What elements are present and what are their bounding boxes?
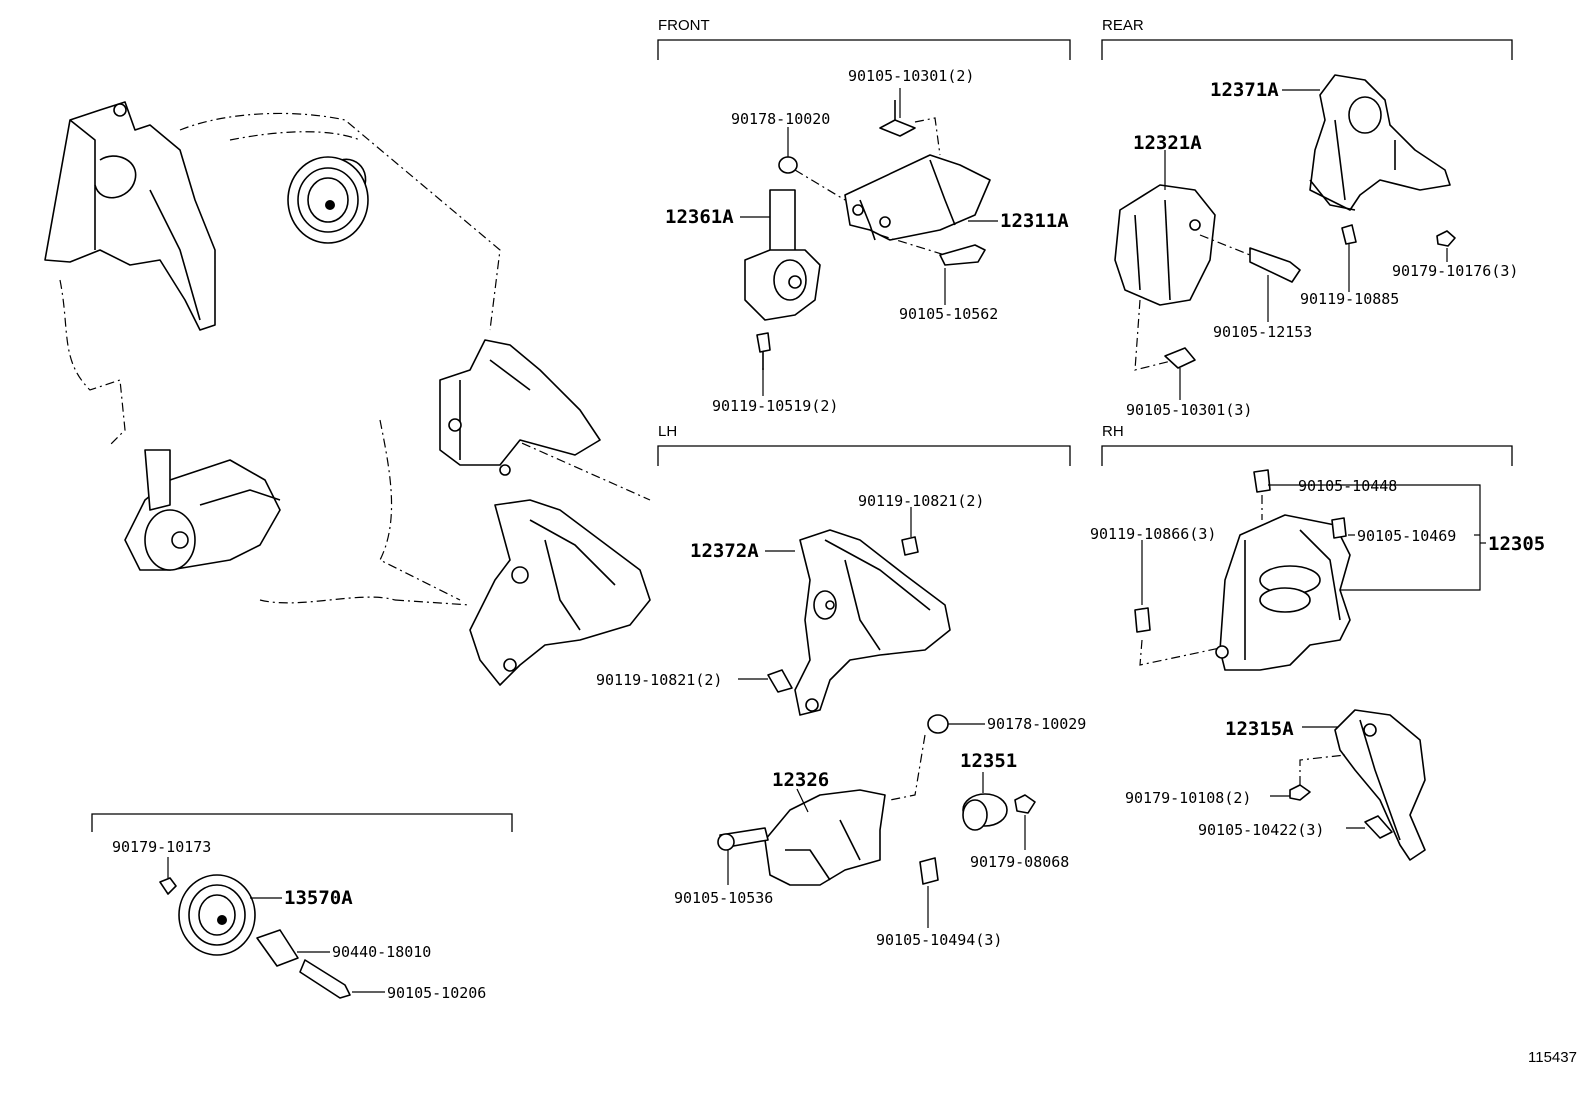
part-label[interactable]: 90105-10448	[1298, 477, 1398, 495]
part-label[interactable]: 90179-10108(2)	[1125, 789, 1252, 807]
part-label[interactable]: 12372A	[690, 540, 759, 562]
part-label[interactable]: 90119-10519(2)	[712, 397, 839, 415]
part-label[interactable]: 12305	[1488, 533, 1546, 555]
part-label[interactable]: 90179-10173	[112, 838, 212, 856]
section-brackets	[91, 39, 1513, 832]
part-label[interactable]: 90440-18010	[332, 943, 432, 961]
part-label[interactable]: 90105-10536	[674, 889, 774, 907]
part-label[interactable]: 90178-10029	[987, 715, 1087, 733]
part-label[interactable]: 12321A	[1133, 132, 1202, 154]
part-label[interactable]: 12361A	[665, 206, 734, 228]
part-label[interactable]: 90105-10422(3)	[1198, 821, 1325, 839]
part-label[interactable]: 90179-10176(3)	[1392, 262, 1519, 280]
section-label-rh: RH	[1102, 423, 1124, 440]
part-label[interactable]: 12311A	[1000, 210, 1069, 232]
lh-mount-illustration	[767, 529, 951, 716]
part-label[interactable]: 90105-10494(3)	[876, 931, 1003, 949]
pulley-illustration	[159, 874, 351, 999]
part-label[interactable]: 90119-10885	[1300, 290, 1400, 308]
part-label[interactable]: 90105-10301(3)	[1126, 401, 1253, 419]
part-label[interactable]: 90119-10821(2)	[858, 492, 985, 510]
part-label[interactable]: 12351	[960, 750, 1018, 772]
part-label[interactable]: 12326	[772, 769, 830, 791]
part-label[interactable]: 90179-08068	[970, 853, 1070, 871]
part-label[interactable]: 12315A	[1225, 718, 1294, 740]
part-label[interactable]: 90105-12153	[1213, 323, 1313, 341]
part-label[interactable]: 90119-10821(2)	[596, 671, 723, 689]
stopper-illustration	[717, 714, 1036, 886]
part-label[interactable]: 90105-10469	[1357, 527, 1457, 545]
part-label[interactable]: 90119-10866(3)	[1090, 525, 1217, 543]
section-label-lh: LH	[658, 423, 678, 440]
part-label[interactable]: 90105-10562	[899, 305, 999, 323]
section-label-front: FRONT	[658, 17, 710, 34]
rear-mount-illustration	[1114, 74, 1456, 371]
part-label[interactable]: 90105-10206	[387, 984, 487, 1002]
illustration-number: 115437	[1528, 1049, 1577, 1066]
leader-lines	[167, 88, 1486, 993]
front-mount-illustration	[744, 100, 991, 370]
section-label-rear: REAR	[1102, 17, 1144, 34]
part-label[interactable]: 90178-10020	[731, 110, 831, 128]
rh-mount-illustration	[1134, 469, 1426, 861]
engine-overview-illustration	[44, 101, 651, 686]
part-label[interactable]: 90105-10301(2)	[848, 67, 975, 85]
part-label[interactable]: 12371A	[1210, 79, 1279, 101]
part-label[interactable]: 13570A	[284, 887, 353, 909]
